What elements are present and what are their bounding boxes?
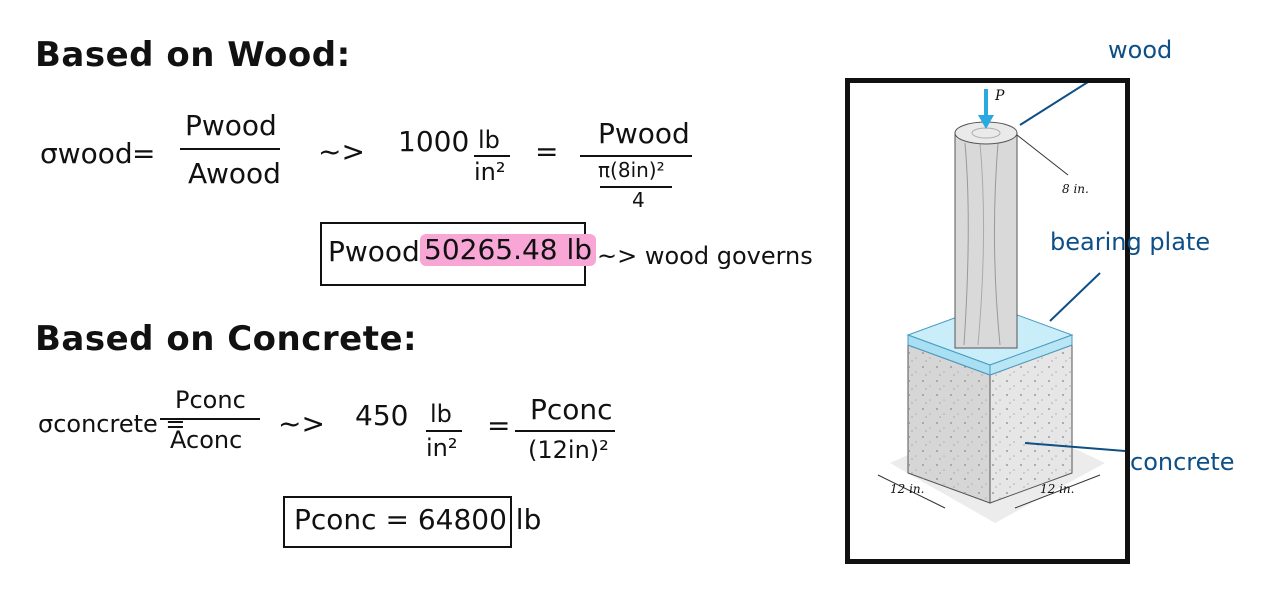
load-label: P	[995, 88, 1005, 104]
label-concrete: concrete	[1130, 448, 1235, 476]
dim-top-line	[1016, 134, 1069, 176]
conc-fraction-bar	[160, 418, 260, 420]
stress-wood-unit-num: lb	[478, 126, 500, 154]
fraction-num: Pwood	[185, 109, 277, 142]
stress-conc-unit-num: lb	[430, 400, 452, 428]
wood-grain-2	[977, 142, 985, 346]
leader-plate	[1049, 272, 1101, 322]
wood-heading: Based on Wood:	[35, 35, 351, 75]
conc-fraction-den: Aconc	[170, 426, 243, 454]
stress-conc-unit-bar	[426, 430, 462, 432]
rhs-wood-bar	[580, 155, 692, 157]
concrete-heading: Based on Concrete:	[35, 319, 418, 359]
concrete-result: Pconc = 64800 lb	[294, 503, 542, 536]
leader-wood	[1019, 83, 1089, 126]
dim-left-line	[877, 474, 946, 509]
sigma-wood: σwood	[40, 137, 133, 170]
rhs-conc-bar	[515, 430, 615, 432]
column-diagram	[877, 83, 1125, 523]
bearing-plate-right	[989, 334, 1073, 376]
rhs-wood-den-bot: 4	[632, 188, 645, 212]
rhs-wood-num: Pwood	[598, 117, 690, 150]
load-arrow-head	[978, 115, 994, 129]
leader-concrete	[1024, 442, 1125, 452]
label-wood: wood	[1108, 36, 1173, 64]
concrete-left-speckle	[908, 345, 990, 503]
fraction-bar	[180, 148, 280, 150]
stress-wood-unit-bar	[474, 155, 510, 157]
rhs-wood-den-top: π(8in)²	[598, 158, 665, 182]
stress-conc-unit-den: in²	[426, 434, 458, 462]
dim-right-line	[1014, 474, 1101, 509]
concrete-right-speckle	[990, 345, 1072, 503]
dim-right-label: 12 in.	[1040, 482, 1075, 496]
equals-2: =	[535, 135, 559, 168]
concrete-result-box	[283, 496, 512, 548]
stress-wood-unit-den: in²	[474, 158, 506, 186]
label-bearing-plate: bearing plate	[1050, 228, 1211, 256]
equals-1: =	[132, 137, 156, 170]
stress-wood-value: 1000	[398, 125, 470, 158]
arrow-1: ~>	[318, 135, 365, 168]
dim-top-label: 8 in.	[1062, 182, 1089, 196]
arrow-2: ~>	[278, 407, 325, 440]
wood-grain-3	[993, 142, 1001, 346]
column-figure: P 8 in. 12 in. 12 in.	[845, 78, 1130, 564]
sigma-concrete: σconcrete =	[38, 410, 186, 438]
conc-fraction-num: Pconc	[175, 386, 246, 414]
rhs-conc-den: (12in)²	[528, 436, 609, 464]
wood-result-note: ~> wood governs	[597, 242, 813, 270]
equals-3: =	[487, 409, 511, 442]
wood-grain-1	[963, 142, 969, 346]
rhs-wood-den-bar	[600, 186, 672, 188]
wood-post-body	[954, 132, 1018, 349]
rhs-conc-num: Pconc	[530, 393, 613, 426]
dim-left-label: 12 in.	[890, 482, 925, 496]
fraction-den: Awood	[188, 157, 281, 190]
wood-result-value: 50265.48 lb	[420, 234, 597, 266]
stress-conc-value: 450	[355, 399, 409, 432]
